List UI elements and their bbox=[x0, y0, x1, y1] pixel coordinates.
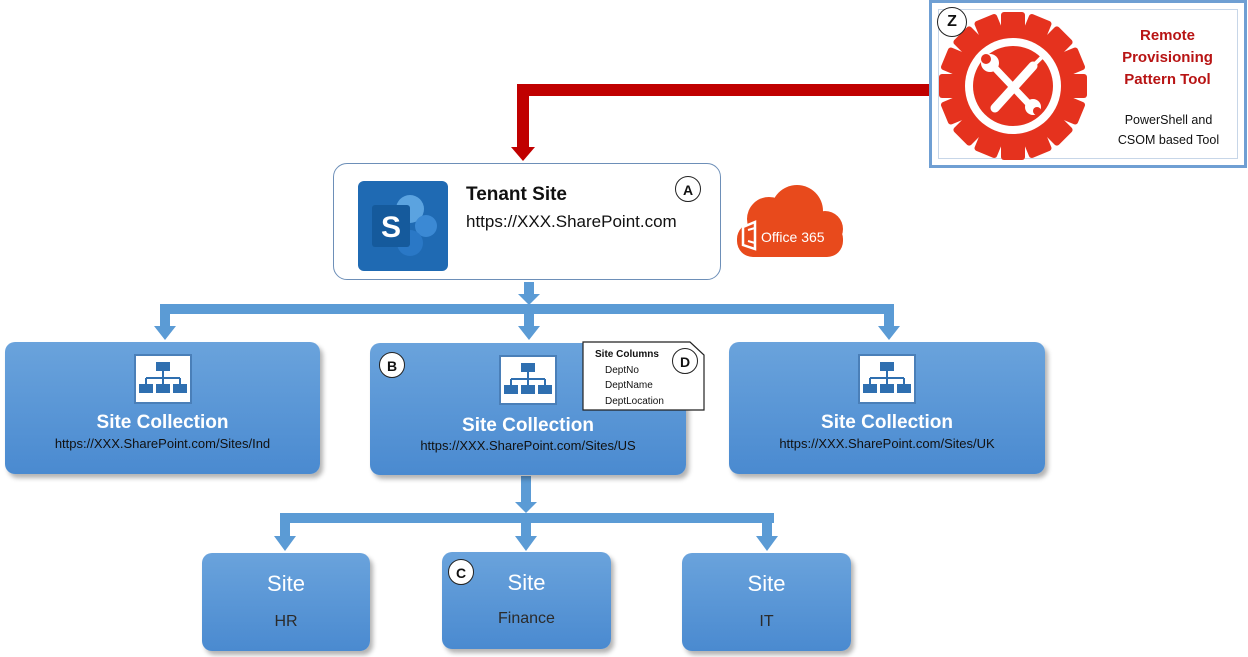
badge-d: D bbox=[672, 348, 698, 374]
tool-desc-line: CSOM based Tool bbox=[1117, 133, 1220, 147]
site-title: Site bbox=[507, 570, 546, 595]
provisioning-arrow bbox=[511, 84, 929, 161]
site-collection-title: Site Collection bbox=[821, 412, 953, 433]
site-collection-uk: Site Collection https://XXX.SharePoint.c… bbox=[729, 342, 1045, 474]
site-hr: Site HR bbox=[202, 553, 370, 651]
wrench-screwdriver-icon bbox=[981, 54, 1045, 115]
tool-desc-line: PowerShell and bbox=[1124, 113, 1213, 127]
site-collection-url: https://XXX.SharePoint.com/Sites/US bbox=[420, 438, 636, 453]
tool-title-line: Pattern Tool bbox=[1124, 71, 1211, 88]
office365-label: Office 365 bbox=[761, 229, 825, 245]
collection-to-sites-connector bbox=[274, 476, 778, 551]
sharepoint-logo-letter: S bbox=[381, 211, 401, 244]
site-title: Site bbox=[267, 571, 305, 596]
site-columns-callout: Site Columns DeptNo DeptName DeptLocatio… bbox=[582, 341, 705, 411]
sitemap-icon bbox=[858, 354, 916, 404]
tenant-to-collections-connector bbox=[154, 282, 900, 340]
tenant-site-box: S Tenant Site https://XXX.SharePoint.com… bbox=[333, 163, 721, 280]
site-collection-title: Site Collection bbox=[462, 415, 594, 436]
site-column-item: DeptName bbox=[605, 380, 653, 391]
site-collection-url: https://XXX.SharePoint.com/Sites/UK bbox=[779, 436, 995, 451]
cloud-icon: Office 365 bbox=[737, 185, 843, 257]
site-column-item: DeptLocation bbox=[605, 395, 664, 407]
site-collection-ind: Site Collection https://XXX.SharePoint.c… bbox=[5, 342, 320, 474]
site-finance: Site Finance C bbox=[442, 552, 611, 649]
badge-z: Z bbox=[937, 7, 967, 37]
site-column-item: DeptNo bbox=[605, 364, 639, 376]
sitemap-icon bbox=[499, 355, 557, 405]
badge-a: A bbox=[675, 176, 701, 202]
gear-icon bbox=[939, 12, 1087, 160]
tenant-site-url: https://XXX.SharePoint.com bbox=[466, 212, 677, 231]
site-columns-list: Site Columns DeptNo DeptName DeptLocatio… bbox=[595, 347, 664, 409]
site-title: Site bbox=[747, 571, 786, 596]
tool-description: PowerShell and CSOM based Tool bbox=[1100, 110, 1237, 150]
site-collection-url: https://XXX.SharePoint.com/Sites/Ind bbox=[54, 436, 271, 451]
site-it: Site IT bbox=[682, 553, 851, 651]
site-columns-heading: Site Columns bbox=[595, 349, 659, 360]
tenant-site-title: Tenant Site bbox=[466, 184, 567, 205]
tool-title-line: Provisioning bbox=[1122, 49, 1213, 66]
office-icon bbox=[741, 220, 757, 251]
site-name: IT bbox=[759, 613, 774, 630]
sharepoint-logo-icon: S bbox=[358, 181, 448, 271]
site-name: Finance bbox=[498, 610, 555, 627]
site-collection-title: Site Collection bbox=[96, 412, 229, 433]
site-name: HR bbox=[274, 613, 298, 630]
office365-logo: Office 365 bbox=[731, 185, 847, 259]
badge-c: C bbox=[448, 559, 474, 585]
remote-tool-inner bbox=[938, 9, 1238, 159]
tool-title: Remote Provisioning Pattern Tool bbox=[1100, 25, 1235, 91]
sitemap-icon bbox=[133, 354, 192, 404]
tool-title-line: Remote bbox=[1139, 27, 1195, 44]
badge-b: B bbox=[379, 352, 405, 378]
